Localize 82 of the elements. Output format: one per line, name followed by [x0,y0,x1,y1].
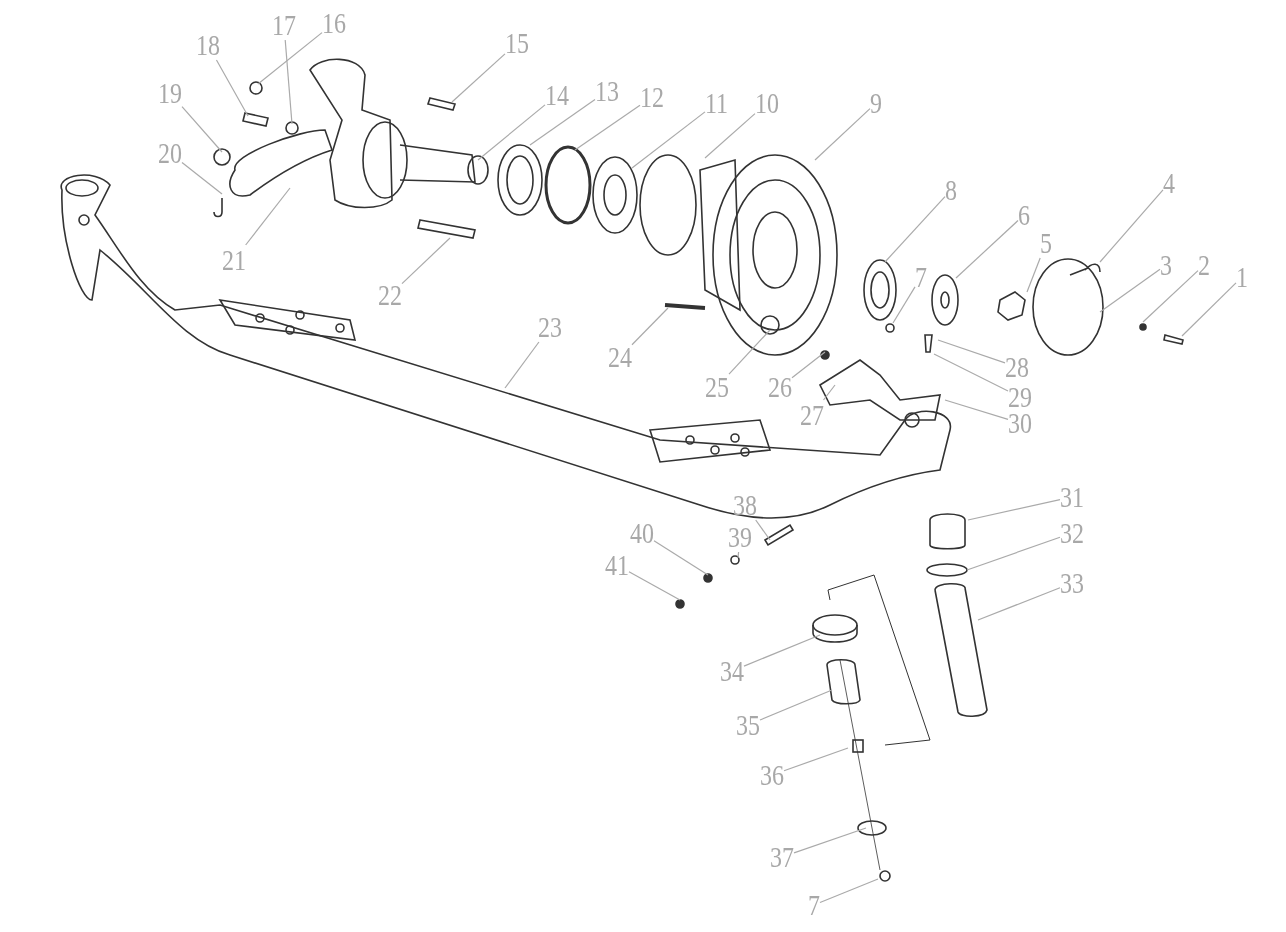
callout-number: 21 [222,245,246,275]
leader-line [245,187,291,246]
callout-number: 19 [158,78,182,108]
leader-line [504,341,540,389]
callout-number: 17 [272,10,296,40]
callout-number: 37 [770,842,794,872]
leader-line [257,32,323,85]
leader-line [759,689,833,721]
leader-line [631,111,706,169]
callout-number: 22 [378,280,402,310]
leader-line [1099,189,1164,263]
callout-number: 3 [1160,250,1172,280]
callout-number: 7 [915,262,927,292]
callout-number: 6 [1018,200,1030,230]
leader-line [477,104,546,161]
callout-number: 1 [1236,262,1248,292]
callout-number: 27 [800,400,824,430]
callout-number: 41 [605,550,629,580]
leader-line [814,108,871,161]
callout-number: 25 [705,372,729,402]
leader-line [737,551,740,559]
leader-line [892,286,916,324]
leader-line [1099,268,1161,313]
callout-number: 23 [538,312,562,342]
leader-line [819,878,879,904]
leader-line [743,634,821,667]
callout-number: 38 [733,490,757,520]
leader-line [944,399,1009,420]
callout-number: 32 [1060,518,1084,548]
leader-line [955,219,1019,279]
leader-line [181,161,223,195]
leader-line [793,827,867,854]
leader-line [181,106,223,153]
callout-number: 11 [705,88,729,118]
leader-line [284,39,293,125]
callout-number: 9 [870,88,882,118]
leader-line [783,747,849,772]
callout-number: 33 [1060,568,1084,598]
leader-line [631,307,669,346]
leader-line [933,353,1009,392]
leader-line [574,104,641,151]
leader-line [1026,257,1041,293]
leader-line [1142,270,1199,323]
leader-line [755,519,771,541]
leader-line [822,384,836,401]
callout-number: 39 [728,522,752,552]
leader-line [401,237,451,285]
leader-line [791,351,826,379]
leader-line [937,339,1006,364]
callout-number: 28 [1005,352,1029,382]
callout-number: 8 [945,175,957,205]
callout-number: 12 [640,82,664,112]
leader-line [884,195,946,263]
leader-line [628,571,681,601]
leader-line [215,59,249,117]
leader-line [529,98,596,146]
callout-number: 31 [1060,482,1084,512]
callout-number: 2 [1198,250,1210,280]
callout-number: 18 [196,30,220,60]
leader-line [451,53,506,103]
callout-number: 26 [768,372,792,402]
callout-number: 5 [1040,228,1052,258]
leader-line [728,329,771,375]
callout-number: 40 [630,518,654,548]
callout-number: 35 [736,710,760,740]
leader-line [967,499,1061,521]
leader-line [653,540,709,576]
callout-number: 24 [608,342,632,372]
callout-number: 36 [760,760,784,790]
leader-line [977,587,1061,621]
callout-number: 10 [755,88,779,118]
callout-number: 16 [322,8,346,38]
callout-number: 20 [158,138,182,168]
leader-line [966,536,1061,571]
callout-number: 4 [1163,168,1175,198]
leader-line [1181,282,1237,337]
callout-number: 7 [808,890,820,920]
callout-number: 15 [505,28,529,58]
callout-number: 34 [720,656,744,686]
callout-number: 14 [545,80,569,110]
leader-line [704,113,756,159]
callout-number: 13 [595,76,619,106]
